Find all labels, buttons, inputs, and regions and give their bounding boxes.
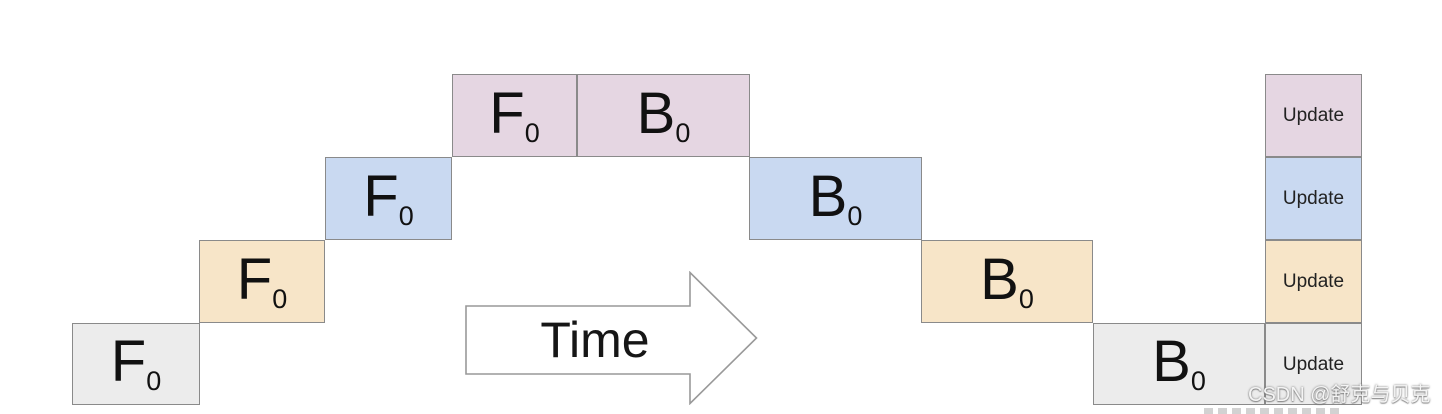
watermark-text: CSDN @舒克与贝克 bbox=[1248, 384, 1431, 406]
time-arrow-label: Time bbox=[540, 312, 650, 368]
update-stage4-block: Update bbox=[1265, 74, 1362, 157]
block-label: B0 bbox=[636, 80, 691, 148]
update-stage1-block: Update bbox=[1265, 323, 1362, 405]
forward-stage3-block: F0 bbox=[325, 157, 452, 240]
block-label: B0 bbox=[980, 246, 1034, 314]
forward-stage4-block: F0 bbox=[452, 74, 577, 157]
update-label: Update bbox=[1282, 105, 1345, 126]
backward-stage4-block: B0 bbox=[577, 74, 750, 157]
block-label: B0 bbox=[808, 163, 863, 231]
update-label: Update bbox=[1282, 188, 1345, 209]
block-label: B0 bbox=[1152, 329, 1206, 396]
time-arrow-icon bbox=[465, 271, 758, 405]
block-label: F0 bbox=[236, 246, 288, 314]
update-stage3-block: Update bbox=[1265, 157, 1362, 240]
update-label: Update bbox=[1282, 353, 1345, 375]
backward-stage1-block: B0 bbox=[1093, 323, 1265, 405]
block-label: F0 bbox=[110, 329, 162, 396]
update-label: Update bbox=[1282, 271, 1345, 292]
forward-stage1-block: F0 bbox=[72, 323, 200, 405]
block-label: F0 bbox=[489, 80, 540, 148]
block-label: F0 bbox=[363, 163, 414, 231]
watermark-clipped-second-line bbox=[1204, 408, 1344, 414]
forward-stage2-block: F0 bbox=[199, 240, 325, 323]
update-stage2-block: Update bbox=[1265, 240, 1362, 323]
backward-stage2-block: B0 bbox=[921, 240, 1093, 323]
backward-stage3-block: B0 bbox=[749, 157, 922, 240]
